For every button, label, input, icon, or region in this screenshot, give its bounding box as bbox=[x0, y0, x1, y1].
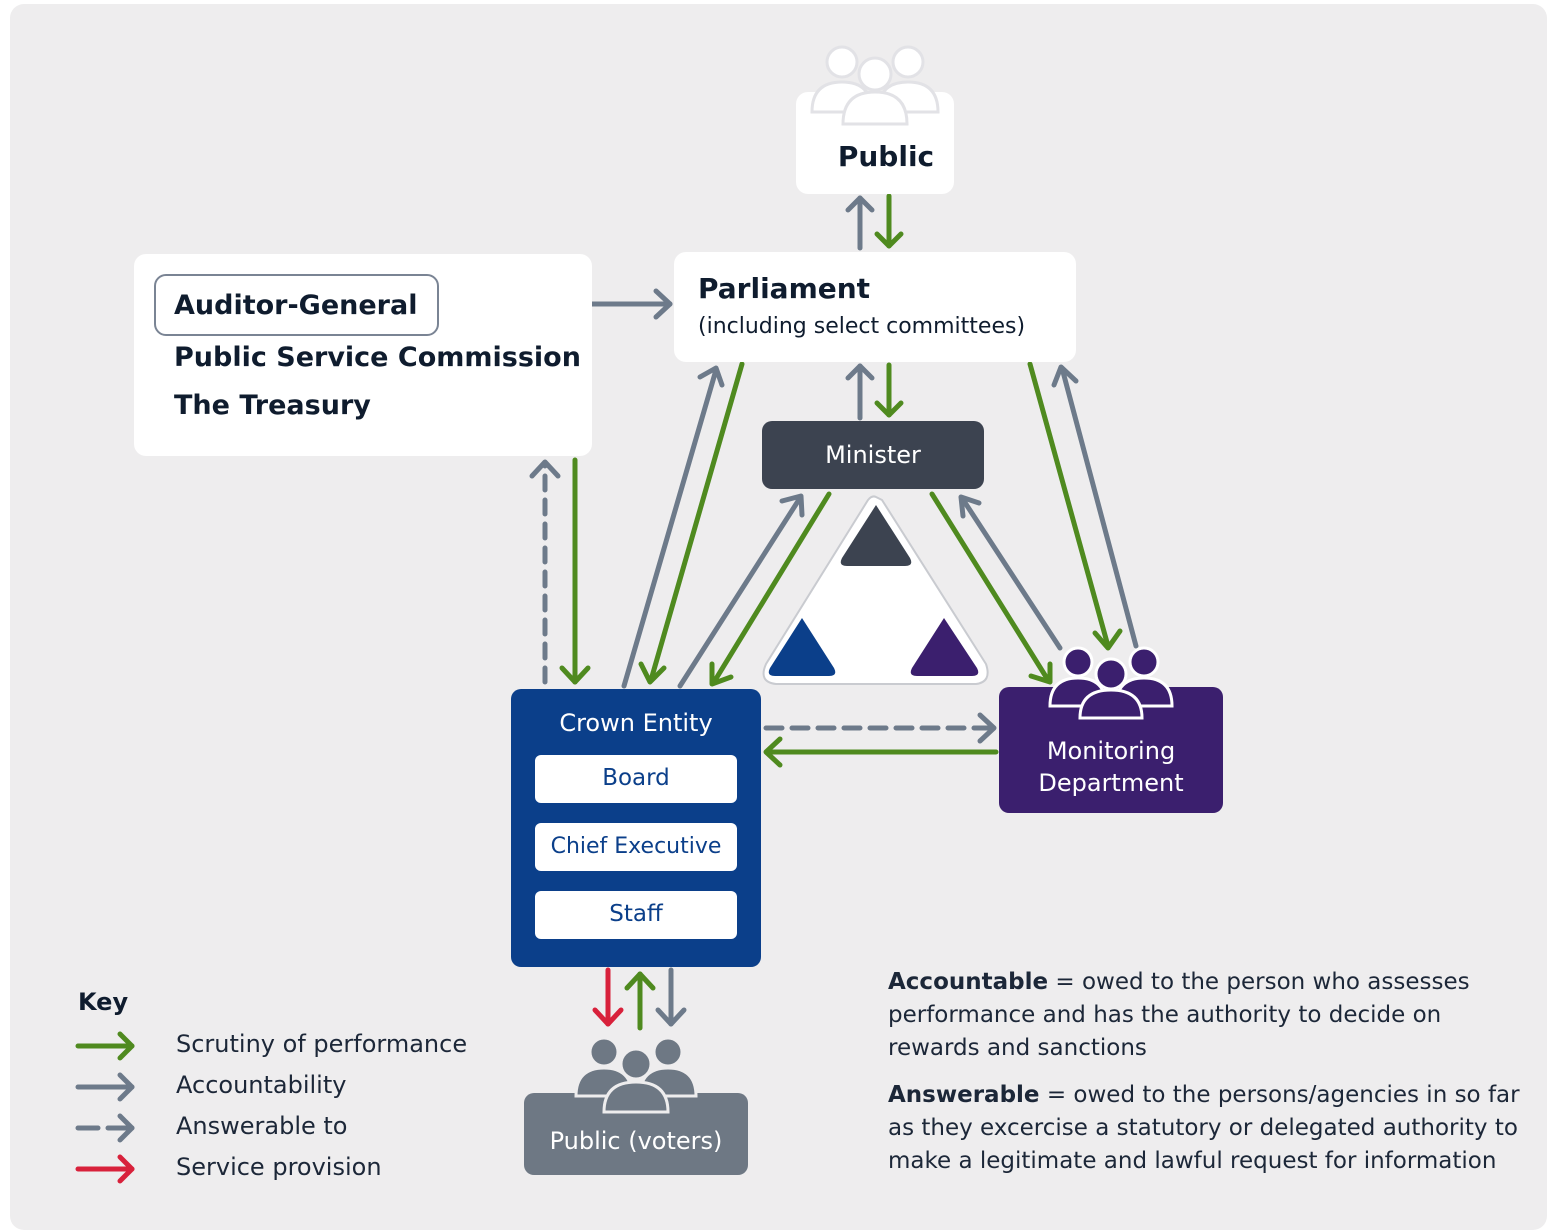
arrow-monitoring-to-minister bbox=[958, 494, 1063, 651]
staff-label: Staff bbox=[609, 901, 663, 927]
arrow-monitoring-to-crown bbox=[763, 736, 999, 768]
auditor-general-label: Auditor-General bbox=[174, 290, 418, 321]
parliament-subtitle: (including select committees) bbox=[698, 314, 1026, 339]
chief-executive-box: Chief Executive bbox=[535, 823, 737, 871]
definition-answerable-text: = owed to the persons/agencies in so far… bbox=[888, 1082, 1520, 1174]
staff-box: Staff bbox=[535, 891, 737, 939]
parliament-title: Parliament bbox=[698, 272, 871, 305]
key-swatch-answerable bbox=[75, 1113, 135, 1143]
arrow-parliament-to-crown bbox=[638, 361, 745, 685]
arrow-crown-to-voters bbox=[655, 967, 687, 1027]
triangle-emblem bbox=[762, 495, 989, 685]
arrow-service-provision bbox=[592, 967, 624, 1027]
crown-entity-box: Crown Entity Board Chief Executive Staff bbox=[511, 689, 761, 967]
arrow-public-to-parliament bbox=[874, 193, 904, 249]
definition-accountable-text: = owed to the person who assesses perfor… bbox=[888, 969, 1470, 1061]
chief-executive-label: Chief Executive bbox=[550, 834, 722, 859]
key-swatch-accountability bbox=[75, 1072, 135, 1102]
minister-label: Minister bbox=[825, 441, 921, 469]
monitoring-label-line2: Department bbox=[1038, 769, 1184, 797]
arrow-parliament-to-monitoring bbox=[1027, 361, 1123, 651]
triangle-crown-mark bbox=[768, 618, 836, 676]
triangle-minister-mark bbox=[840, 505, 912, 566]
definition-accountable-term: Accountable bbox=[888, 969, 1049, 995]
arrow-parliament-to-public bbox=[845, 195, 875, 251]
arrowhead-answerable-oversight bbox=[529, 459, 561, 479]
arrow-parliament-to-minister bbox=[874, 362, 904, 418]
minister-box: Minister bbox=[762, 421, 984, 489]
public-voters-label: Public (voters) bbox=[549, 1127, 723, 1155]
key-label-service: Service provision bbox=[176, 1153, 382, 1181]
diagram-background bbox=[10, 4, 1547, 1230]
key-swatch-service bbox=[75, 1154, 135, 1184]
monitoring-label-line1: Monitoring bbox=[1046, 737, 1176, 765]
arrow-voters-to-crown bbox=[624, 971, 656, 1031]
board-label: Board bbox=[602, 765, 670, 791]
arrow-crown-answerable-to-monitoring bbox=[763, 712, 997, 744]
arrow-crown-to-minister bbox=[677, 493, 805, 689]
board-box: Board bbox=[535, 755, 737, 803]
treasury-label: The Treasury bbox=[174, 390, 371, 421]
arrow-minister-to-parliament bbox=[845, 363, 875, 421]
key-title: Key bbox=[78, 988, 129, 1016]
psc-label: Public Service Commission bbox=[174, 342, 581, 373]
triangle-monitoring-mark bbox=[910, 618, 979, 676]
key-label-answerable: Answerable to bbox=[176, 1112, 348, 1140]
arrow-crown-to-parliament bbox=[621, 365, 725, 689]
key-label-scrutiny: Scrutiny of performance bbox=[176, 1030, 468, 1058]
auditor-general-box: Auditor-General bbox=[154, 274, 439, 336]
definition-answerable-term: Answerable bbox=[888, 1082, 1040, 1108]
definition-answerable: Answerable = owed to the persons/agencie… bbox=[888, 1079, 1528, 1178]
key-swatch-scrutiny bbox=[75, 1031, 135, 1061]
public-label: Public bbox=[837, 140, 935, 173]
arrow-monitoring-to-parliament bbox=[1051, 364, 1139, 649]
crown-entity-title: Crown Entity bbox=[559, 709, 713, 737]
arrow-oversight-to-crown bbox=[559, 457, 591, 685]
arrow-minister-to-crown bbox=[709, 491, 832, 687]
arrow-minister-to-monitoring bbox=[929, 491, 1053, 685]
parliament-box: Parliament (including select committees) bbox=[674, 252, 1076, 362]
definition-accountable: Accountable = owed to the person who ass… bbox=[888, 966, 1498, 1065]
key-label-accountability: Accountability bbox=[176, 1071, 347, 1099]
